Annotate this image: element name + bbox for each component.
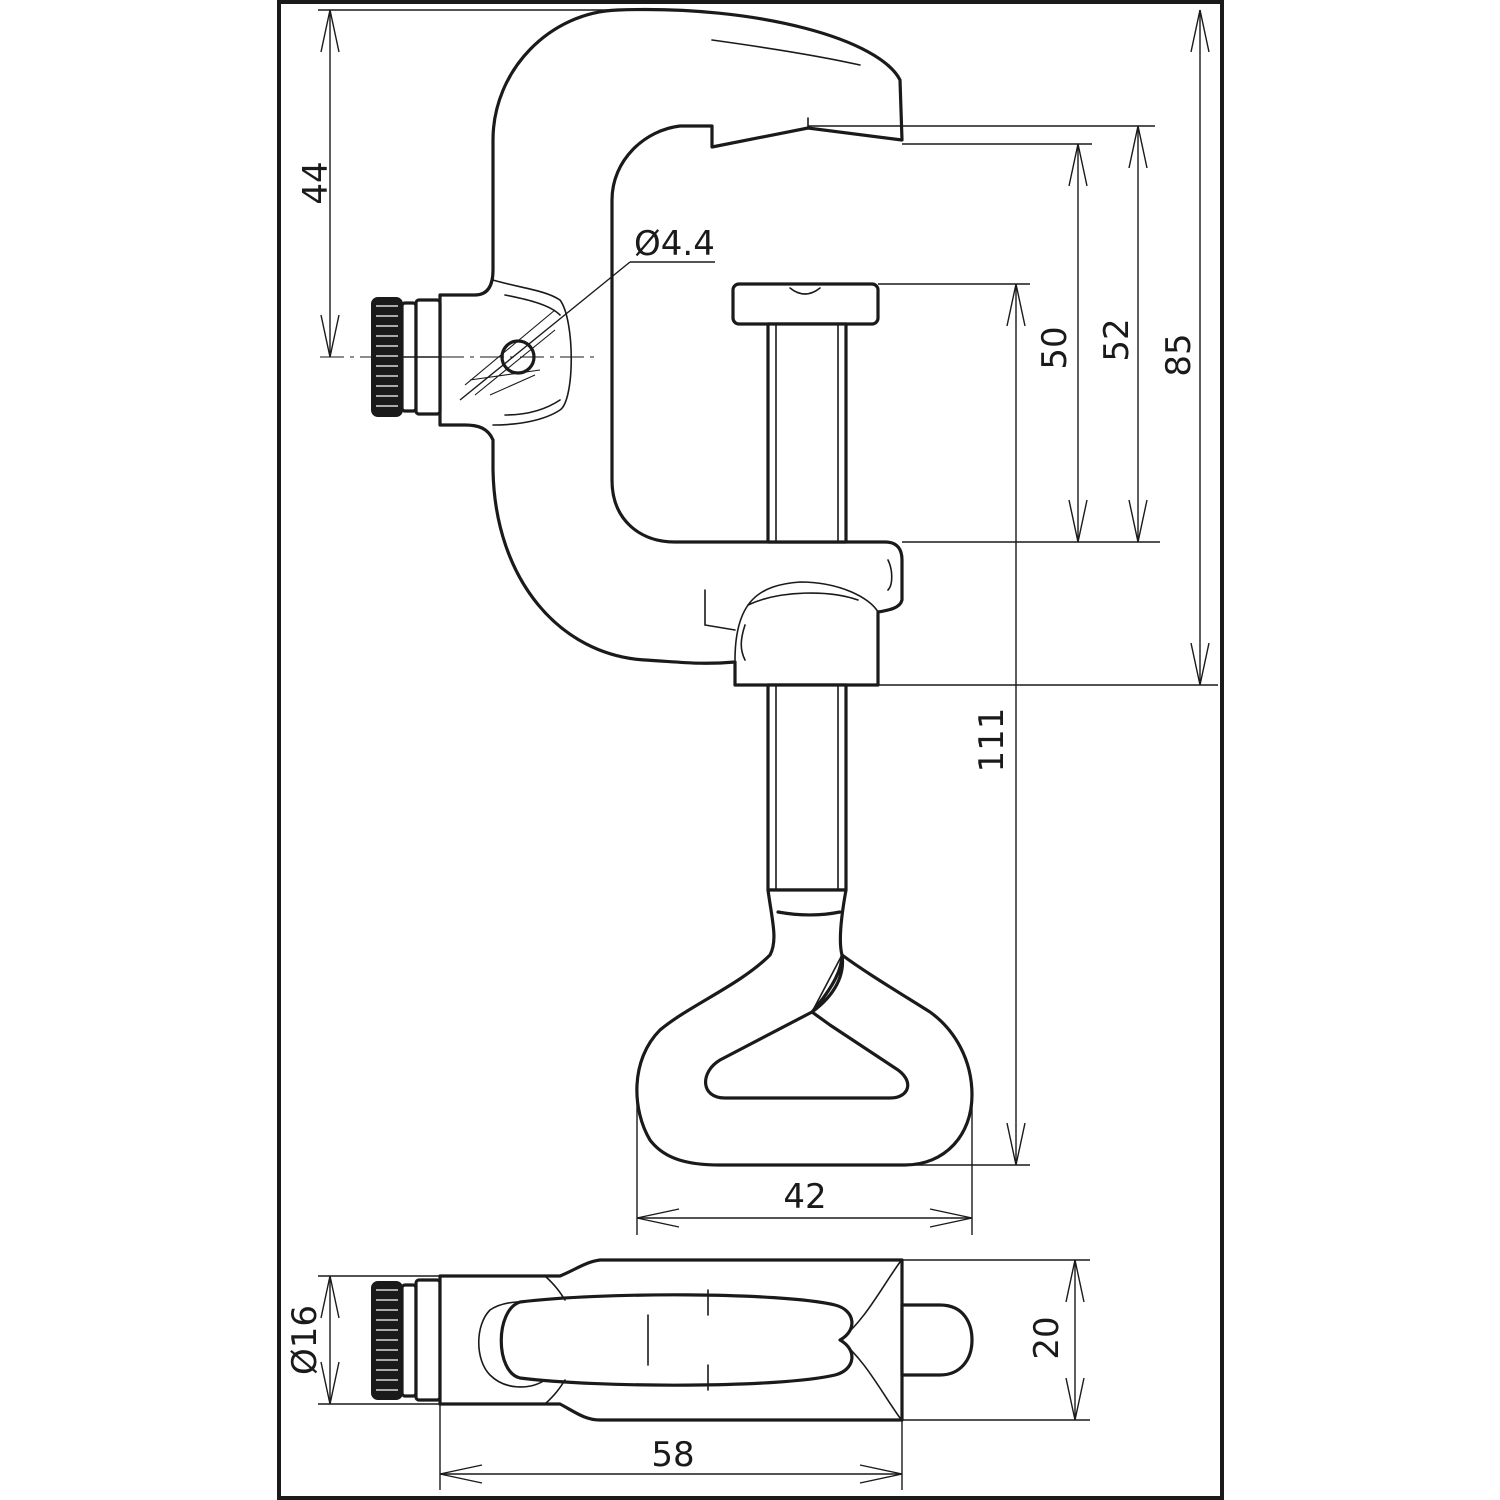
lower-shaft xyxy=(766,683,848,892)
dim-label-42: 42 xyxy=(783,1177,826,1217)
pressure-pad xyxy=(731,282,880,326)
dim-label-85: 85 xyxy=(1159,333,1199,376)
dim-label-50: 50 xyxy=(1035,326,1075,369)
dimension-labels: 44 Ø4.4 50 52 85 111 42 Ø16 20 58 xyxy=(285,161,1199,1475)
dim-label-dia-4-4: Ø4.4 xyxy=(634,224,715,264)
dim-label-52: 52 xyxy=(1097,318,1137,361)
clamp-side-view xyxy=(371,1258,974,1422)
dim-label-20: 20 xyxy=(1027,1316,1067,1359)
knurl-pattern xyxy=(376,305,398,407)
dim-label-dia-16: Ø16 xyxy=(285,1305,325,1375)
handle-opening xyxy=(704,1010,910,1100)
dim-label-58: 58 xyxy=(651,1435,694,1475)
side-screw-tip xyxy=(900,1303,974,1377)
screw-shaft xyxy=(766,322,848,544)
drawing-frame xyxy=(277,0,1224,1500)
dim-label-111: 111 xyxy=(972,708,1012,773)
dim-label-44: 44 xyxy=(296,161,336,204)
dimension-lines xyxy=(318,9,1218,1490)
clamp-front-view xyxy=(320,7,974,1167)
